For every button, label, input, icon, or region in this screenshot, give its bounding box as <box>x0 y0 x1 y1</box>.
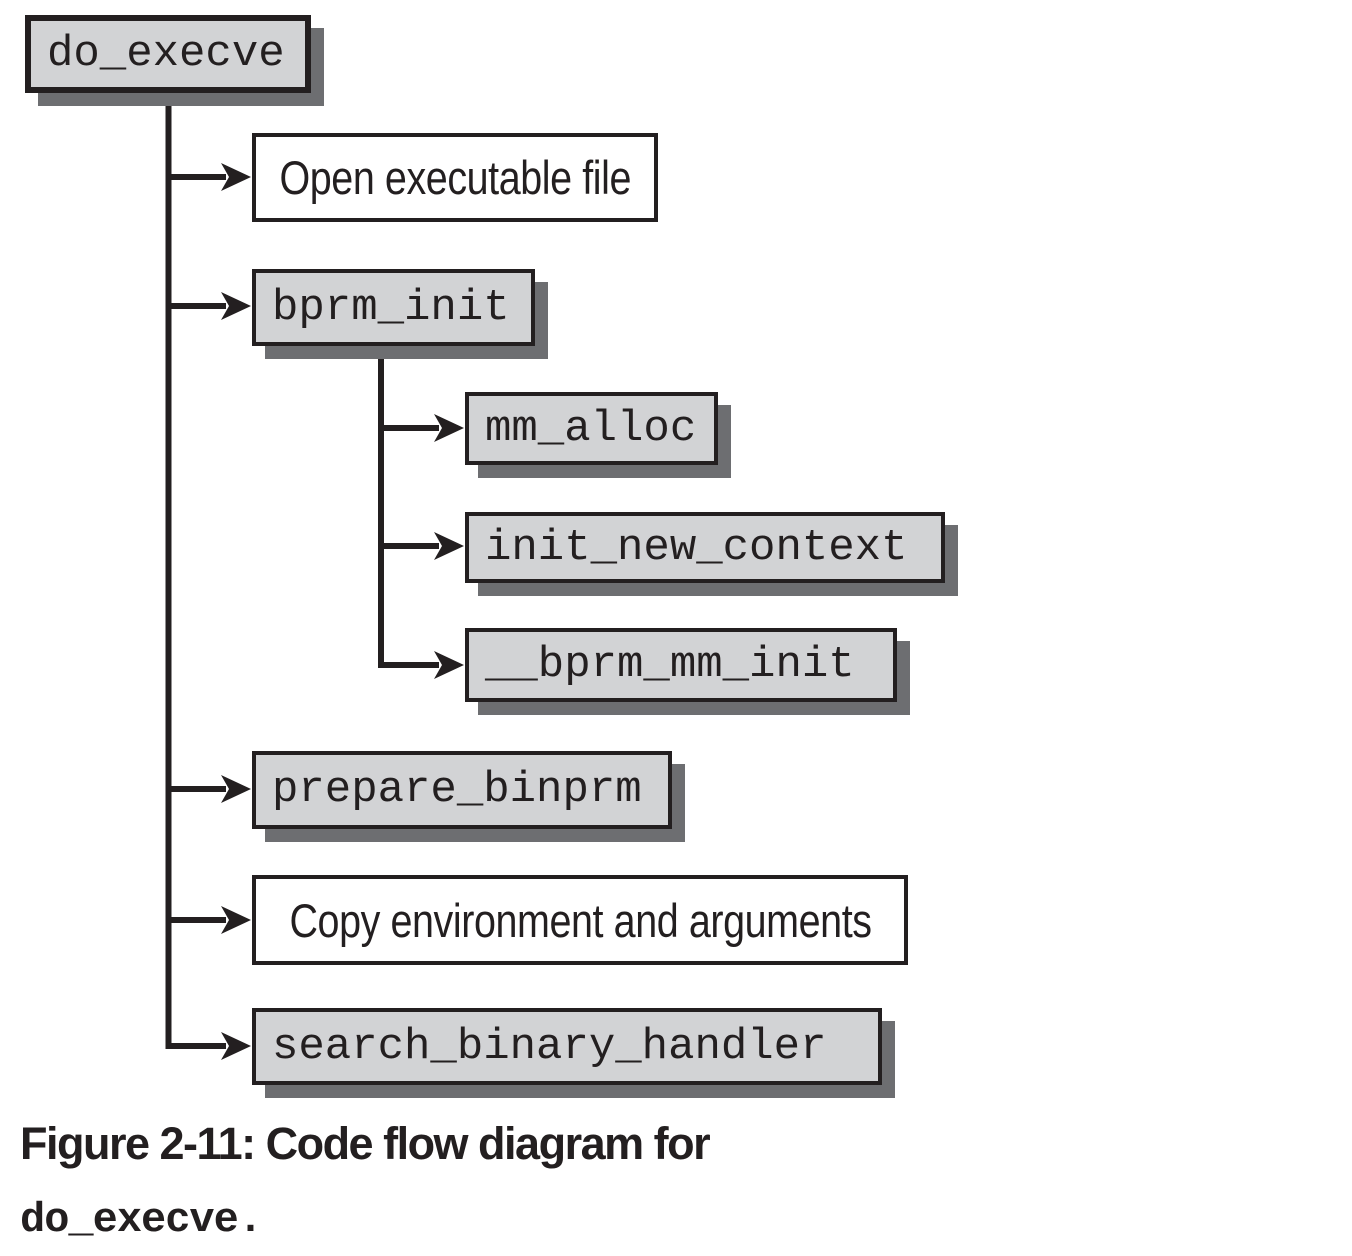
node-init-new-context: init_new_context <box>465 512 945 583</box>
node-bprm-mm-init: __bprm_mm_init <box>465 628 897 702</box>
node-bprm-init-label: bprm_init <box>272 282 510 333</box>
node-search-binary-handler: search_binary_handler <box>252 1008 882 1085</box>
node-bprm-mm-init-label: __bprm_mm_init <box>485 640 855 690</box>
node-do-execve-label: do_execve <box>47 29 285 79</box>
arrowhead-icon <box>434 532 464 560</box>
figure-caption-code: do_execve. <box>20 1196 263 1244</box>
figure-caption: Figure 2-11: Code flow diagram for do_ex… <box>20 1118 711 1244</box>
node-bprm-init: bprm_init <box>252 269 535 346</box>
node-prepare-binprm: prepare_binprm <box>252 751 672 829</box>
node-copy-environment-label: Copy environment and arguments <box>288 893 872 947</box>
arrowhead-icon <box>221 775 251 803</box>
arrowhead-icon <box>221 1032 251 1060</box>
node-search-binary-handler-label: search_binary_handler <box>272 1021 827 1072</box>
node-mm-alloc: mm_alloc <box>465 392 718 465</box>
node-mm-alloc-label: mm_alloc <box>485 403 697 454</box>
node-do-execve: do_execve <box>25 15 311 93</box>
node-copy-environment: Copy environment and arguments <box>252 875 908 965</box>
arrowhead-icon <box>221 292 251 320</box>
node-init-new-context-label: init_new_context <box>485 522 908 573</box>
arrowhead-icon <box>434 414 464 442</box>
arrowhead-icon <box>434 651 464 679</box>
node-open-executable-file-label: Open executable file <box>279 151 631 204</box>
node-prepare-binprm-label: prepare_binprm <box>272 765 642 815</box>
arrowhead-icon <box>221 163 251 191</box>
arrowhead-icon <box>221 906 251 934</box>
node-open-executable-file: Open executable file <box>252 133 658 222</box>
figure-caption-text: Figure 2-11: Code flow diagram for <box>20 1118 711 1169</box>
